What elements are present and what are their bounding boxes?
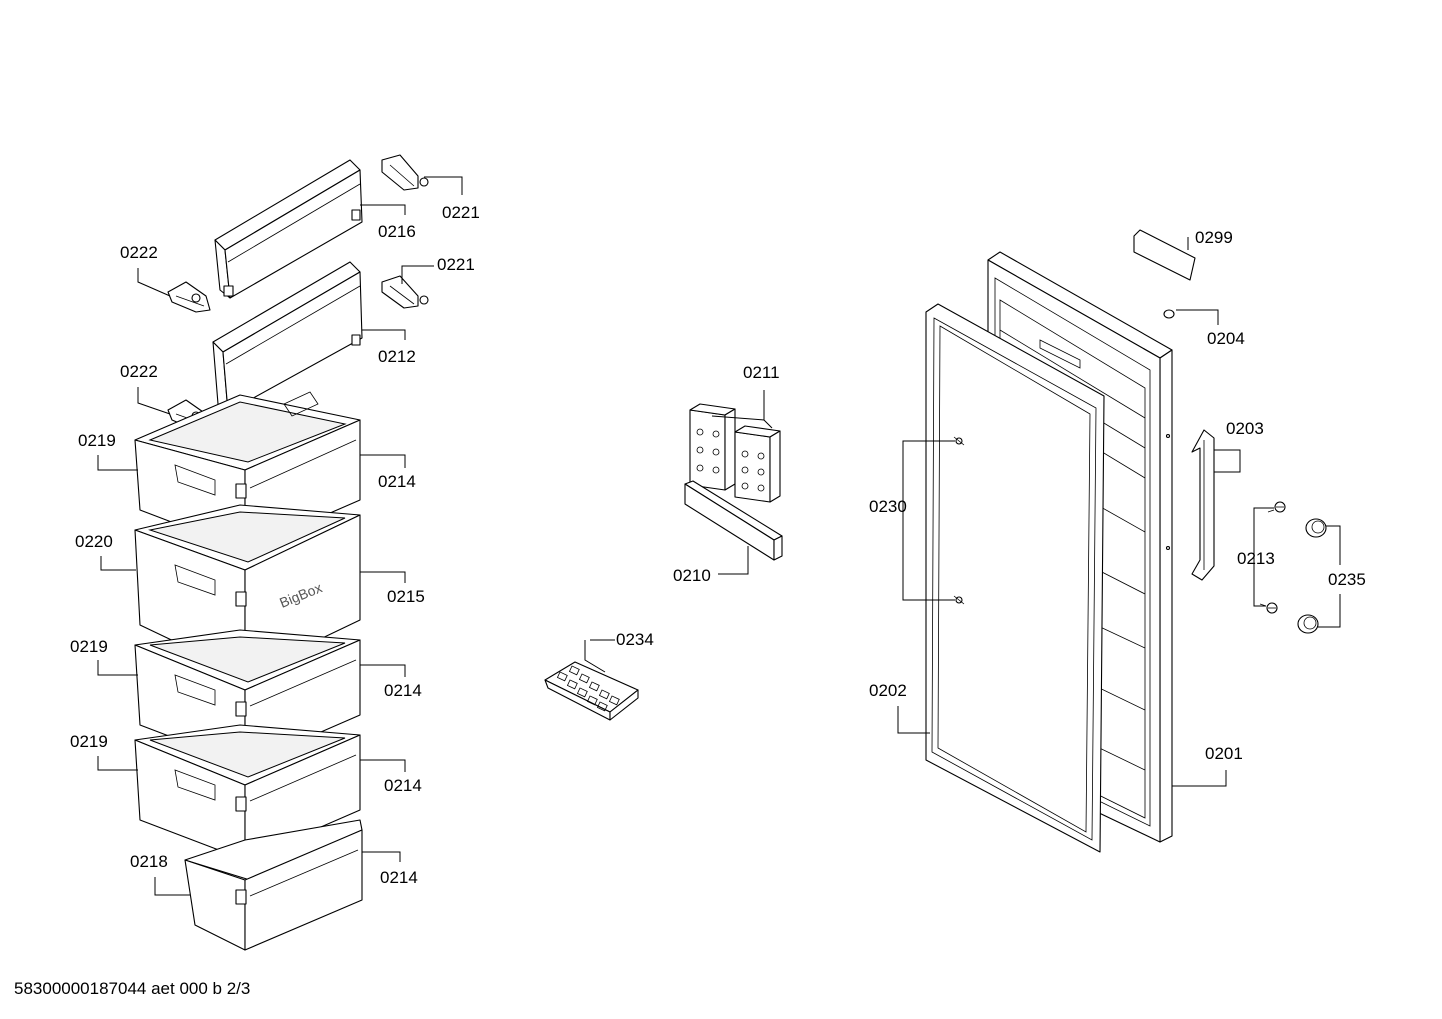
ice-tray-0234 — [544, 661, 639, 721]
label-0213: 0213 — [1237, 549, 1275, 568]
screw-0213-top — [1267, 501, 1286, 513]
cold-pack-0211-b — [734, 425, 781, 503]
leader-lines — [97, 176, 1341, 896]
label-0210: 0210 — [673, 566, 711, 585]
label-0214-fourth: 0214 — [380, 868, 418, 887]
label-0299: 0299 — [1195, 228, 1233, 247]
gasket-0202 — [925, 303, 1105, 853]
cap-0235-bottom — [1297, 614, 1319, 634]
label-0215: 0215 — [387, 587, 425, 606]
cold-pack-holder-0210 — [684, 480, 783, 561]
label-0219-second: 0219 — [70, 637, 108, 656]
screw-0213-bottom — [1259, 602, 1278, 614]
label-0221-top: 0221 — [442, 203, 480, 222]
handle-0203 — [1191, 429, 1215, 581]
hinge-0222-top — [167, 281, 211, 313]
label-0230: 0230 — [869, 497, 907, 516]
drawer-4 — [134, 724, 361, 861]
cap-0235-top — [1305, 518, 1327, 538]
label-0219-first: 0219 — [78, 431, 116, 450]
flap-0216 — [214, 159, 363, 299]
hinge-0221-bottom — [381, 275, 429, 309]
screw-0230-bottom — [953, 595, 965, 605]
label-0214-second: 0214 — [384, 681, 422, 700]
label-0203: 0203 — [1226, 419, 1264, 438]
label-0221-bottom: 0221 — [437, 255, 475, 274]
label-0219-third: 0219 — [70, 732, 108, 751]
document-reference: 58300000187044 aet 000 b 2/3 — [14, 979, 251, 998]
label-0212: 0212 — [378, 347, 416, 366]
cap-0204 — [1163, 309, 1175, 319]
label-0214-first: 0214 — [378, 472, 416, 491]
label-0222-top: 0222 — [120, 243, 158, 262]
label-0201: 0201 — [1205, 744, 1243, 763]
label-0218: 0218 — [130, 852, 168, 871]
label-0220: 0220 — [75, 532, 113, 551]
label-0234: 0234 — [616, 630, 654, 649]
label-0211: 0211 — [743, 363, 780, 382]
screw-0230-top — [953, 436, 965, 446]
part-labels: 0216 0221 0222 0221 0212 0222 0219 0214 … — [70, 203, 1366, 887]
label-0222-bottom: 0222 — [120, 362, 158, 381]
drawer-5 — [184, 819, 363, 951]
hinge-0221-top — [381, 154, 429, 191]
label-0214-third: 0214 — [384, 776, 422, 795]
label-0204: 0204 — [1207, 329, 1245, 348]
label-0216: 0216 — [378, 222, 416, 241]
label-plate-0299 — [1133, 229, 1196, 281]
label-0235: 0235 — [1328, 570, 1366, 589]
flap-0212 — [212, 261, 363, 414]
label-0202: 0202 — [869, 681, 907, 700]
